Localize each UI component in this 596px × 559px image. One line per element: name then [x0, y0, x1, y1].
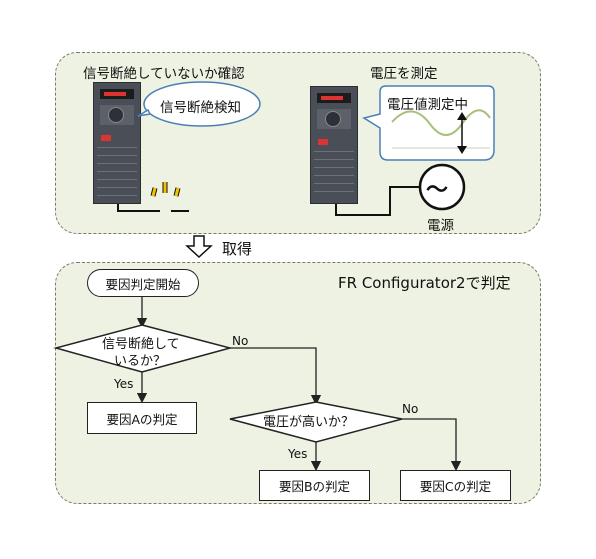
signal-check-title: 信号断絶していないか確認: [83, 66, 245, 82]
inverter-display: [317, 93, 351, 103]
down-arrow-icon: [185, 235, 213, 259]
sine-wave: [391, 109, 491, 136]
decision1-no-label: No: [232, 334, 249, 348]
signal-bubble-label: 信号断絶検知: [160, 100, 241, 116]
result-c-box: 要因Cの判定: [400, 470, 511, 501]
inverter-display: [100, 89, 134, 99]
signal-wire: [117, 204, 160, 212]
power-wire: [335, 186, 420, 216]
signal-bubble-tail: [137, 108, 152, 117]
inverter-logo: [101, 135, 111, 141]
voltage-measure-title: 電圧を測定: [370, 66, 438, 82]
result-a-box: 要因Aの判定: [87, 402, 197, 434]
inverter-right: [310, 86, 358, 204]
ac-power-symbol: [418, 163, 466, 211]
inverter-logo: [318, 139, 328, 145]
decision2-text: 電圧が高いか？: [263, 415, 355, 430]
result-b-box: 要因Bの判定: [259, 470, 370, 501]
decision2-yes-label: Yes: [288, 447, 308, 461]
inverter-dial: [108, 107, 124, 123]
decision1-text-line1: 信号断絶して: [102, 337, 180, 352]
power-source-label: 電源: [427, 218, 454, 234]
ac-wave-glyph: ～: [426, 178, 449, 203]
acquire-label: 取得: [222, 240, 253, 258]
judgement-title: FR Configurator2で判定: [338, 274, 511, 292]
decision-signal-lost: [53, 324, 233, 373]
decision2-no-label: No: [402, 402, 419, 416]
signal-bubble: [143, 81, 261, 127]
start-terminal: 要因判定開始: [87, 269, 199, 297]
amplitude-arrow-icon: [457, 112, 467, 154]
inverter-left: [93, 82, 141, 204]
voltage-bubble-label: 電圧値測定中: [387, 97, 468, 113]
inverter-dial: [325, 111, 341, 127]
decision1-yes-label: Yes: [114, 377, 134, 391]
decision-high-voltage: [229, 401, 403, 443]
spark-icon: [150, 182, 181, 197]
decision1-text-line2: いるか？: [114, 354, 167, 369]
